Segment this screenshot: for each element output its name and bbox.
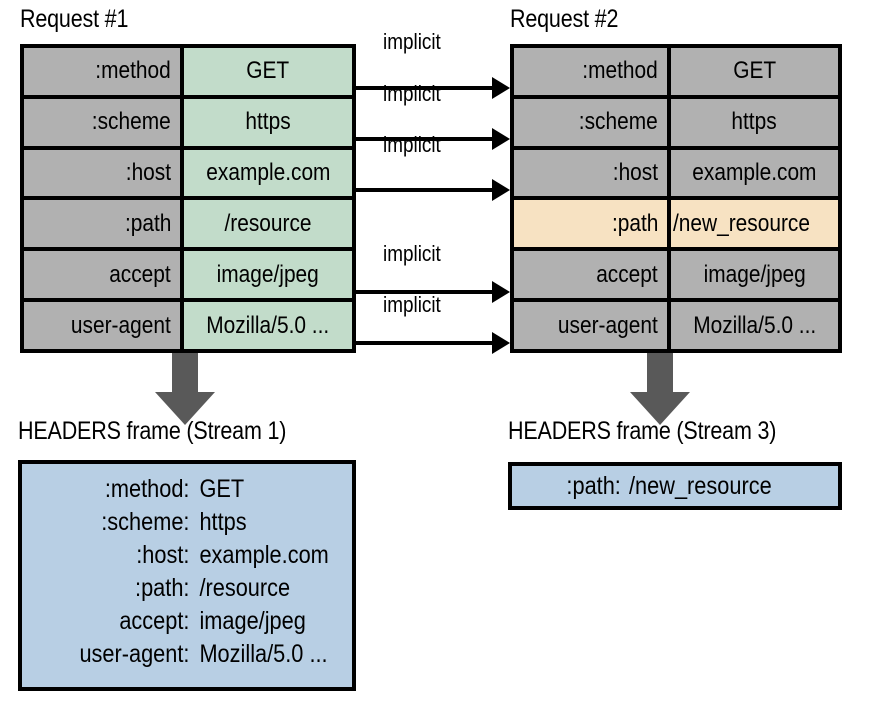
header-value-cell: https [667, 98, 838, 146]
header-line: :host:example.com [136, 541, 330, 569]
table-row: accept image/jpeg [514, 251, 838, 303]
table-row: :host example.com [24, 149, 352, 201]
header-line: :path:/new_resource [566, 471, 772, 500]
header-name-cell: :path [24, 200, 180, 248]
header-value-cell: /resource [180, 200, 352, 248]
connector-line-method [356, 86, 494, 90]
header-value-cell: GET [667, 48, 838, 95]
down-arrow-left-icon [155, 353, 215, 425]
frame1-caption: HEADERS frame (Stream 1) [18, 417, 287, 445]
header-name-cell: accept [24, 251, 180, 299]
table-row: :method GET [24, 48, 352, 99]
table-row: user-agent Mozilla/5.0 ... [24, 302, 352, 349]
request1-table: :method GET :scheme https :host example.… [20, 44, 356, 353]
header-line: :path:/resource [135, 574, 291, 602]
header-value-cell: https [180, 98, 352, 146]
header-line: :method:GET [104, 475, 245, 503]
implicit-label: implicit [383, 292, 441, 317]
table-row-highlighted: :path /new_resource [514, 200, 838, 252]
implicit-label: implicit [383, 241, 441, 266]
frame2-caption: HEADERS frame (Stream 3) [508, 417, 777, 445]
header-name-cell: :scheme [24, 98, 180, 146]
implicit-label: implicit [383, 29, 441, 54]
header-line: accept:image/jpeg [119, 607, 307, 635]
implicit-label: implicit [383, 132, 441, 157]
header-value-cell: Mozilla/5.0 ... [667, 302, 838, 349]
header-name-cell: accept [514, 251, 667, 299]
header-value-cell: GET [180, 48, 352, 95]
down-arrow-right-icon [630, 353, 690, 425]
arrowhead-icon [492, 77, 510, 99]
table-row: :path /resource [24, 200, 352, 252]
arrowhead-icon [492, 281, 510, 303]
connector-line-scheme [356, 137, 494, 141]
connector-line-user-agent [356, 341, 494, 345]
implicit-label: implicit [383, 81, 441, 106]
headers-frame-stream-3: :path:/new_resource [508, 462, 842, 510]
request2-table: :method GET :scheme https :host example.… [510, 44, 842, 353]
header-name-cell: :host [24, 149, 180, 197]
header-value-cell: Mozilla/5.0 ... [180, 302, 352, 349]
table-row: :host example.com [514, 149, 838, 201]
request1-caption: Request #1 [20, 5, 129, 33]
header-line: :scheme:https [101, 508, 248, 536]
arrowhead-icon [492, 179, 510, 201]
header-value-cell: example.com [180, 149, 352, 197]
table-row: accept image/jpeg [24, 251, 352, 303]
header-name-cell: :method [514, 48, 667, 95]
header-name-cell: :method [24, 48, 180, 95]
header-value-cell: image/jpeg [180, 251, 352, 299]
table-row: :scheme https [514, 98, 838, 150]
header-name-cell: user-agent [514, 302, 667, 349]
connector-line-accept [356, 290, 494, 294]
header-name-cell: :path [514, 200, 667, 248]
header-name-cell: :scheme [514, 98, 667, 146]
arrowhead-icon [492, 332, 510, 354]
connector-line-host [356, 188, 494, 192]
request2-caption: Request #2 [510, 5, 619, 33]
arrowhead-icon [492, 128, 510, 150]
header-line: user-agent:Mozilla/5.0 ... [79, 640, 329, 668]
table-row: :scheme https [24, 98, 352, 150]
header-name-cell: :host [514, 149, 667, 197]
header-value-cell: image/jpeg [667, 251, 838, 299]
table-row: :method GET [514, 48, 838, 99]
headers-frame-stream-1: :method:GET :scheme:https :host:example.… [18, 460, 356, 691]
header-value-cell: /new_resource [667, 200, 838, 248]
header-value-cell: example.com [667, 149, 838, 197]
header-name-cell: user-agent [24, 302, 180, 349]
table-row: user-agent Mozilla/5.0 ... [514, 302, 838, 349]
